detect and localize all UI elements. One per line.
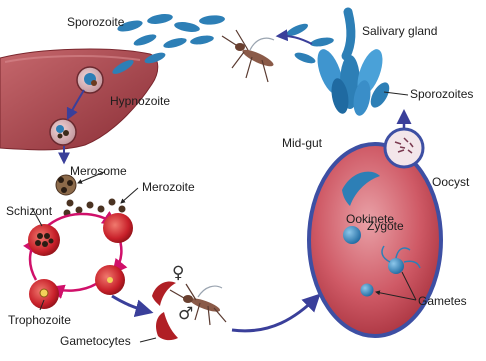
label-zygote: Zygote [367,220,404,232]
label-gametes: Gametes [418,295,467,307]
male-symbol: ♂ [178,306,193,323]
label-oocyst: Oocyst [432,176,469,188]
label-sporozoite: Sporozoite [67,16,124,28]
label-hypnozoite: Hypnozoite [110,95,170,107]
merosome [56,175,76,195]
label-merozoite: Merozoite [142,181,195,193]
label-mid-gut: Mid-gut [282,137,322,149]
liver-schizont-cell [50,119,76,145]
blood-stage-cycle [28,213,133,309]
label-schizont: Schizont [6,205,52,217]
label-sporozoites: Sporozoites [410,88,473,100]
hypnozoite-cell [77,67,103,93]
gametocytes [152,282,178,341]
label-gametocytes: Gametocytes [60,335,131,347]
label-salivary-gland: Salivary gland [362,25,437,37]
label-merosome: Merosome [70,165,127,177]
to-midgut-arrow [232,296,318,331]
gland-to-mosquito-arrow [278,36,312,44]
mosquito-upper [222,30,275,82]
label-trophozoite: Trophozoite [8,314,71,326]
merozoite-pointer [121,188,138,203]
female-symbol: ♀ [172,265,184,282]
oocyst [385,129,423,167]
gametocyte-arrow [112,296,150,312]
gametocytes-pointer [140,338,156,342]
